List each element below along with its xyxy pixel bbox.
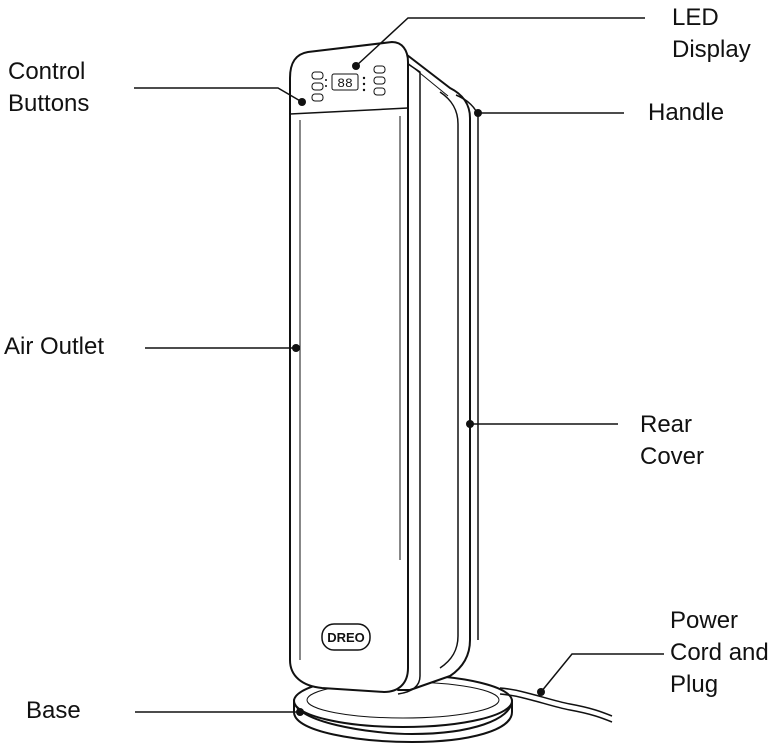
label-base-line: Base <box>26 697 81 724</box>
leader-dot-control-buttons <box>298 98 306 106</box>
label-power-cord-line: Power <box>670 607 739 634</box>
control-button <box>373 87 386 96</box>
brand-badge-text: DREO <box>327 630 365 645</box>
control-button <box>311 71 324 80</box>
control-button <box>373 65 386 74</box>
label-power-cord-line: Cord and <box>670 639 769 666</box>
power-cord <box>499 687 613 717</box>
control-buttons-group <box>311 65 386 102</box>
label-led-display-line: Display <box>672 36 751 63</box>
label-control-buttons: Control Buttons <box>8 56 89 120</box>
control-button <box>373 76 386 85</box>
label-base: Base <box>26 695 81 727</box>
label-rear-cover-line: Cover <box>640 443 705 470</box>
label-handle-line: Handle <box>648 99 725 126</box>
leader-led-display <box>355 17 645 67</box>
leader-dot-led-display <box>352 62 360 70</box>
label-control-buttons-line: Buttons <box>8 90 90 117</box>
label-power-cord-line: Plug <box>670 671 719 698</box>
label-control-buttons-line: Control <box>8 58 86 85</box>
label-air-outlet: Air Outlet <box>4 331 104 363</box>
led-display-part: 88 <box>325 73 366 92</box>
brand-badge: DREO <box>321 623 371 651</box>
leader-power-cord <box>540 653 664 693</box>
leader-lines <box>134 17 664 716</box>
label-led-display: LED Display <box>672 2 751 66</box>
leader-dot-air-outlet <box>292 344 300 352</box>
leader-dot-base <box>296 708 304 716</box>
leader-dot-handle <box>474 109 482 117</box>
leader-dot-power-cord <box>537 688 545 696</box>
rear-cover-part <box>397 47 471 691</box>
label-air-outlet-line: Air Outlet <box>4 333 105 360</box>
label-rear-cover-line: Rear <box>640 411 693 438</box>
leader-control-buttons <box>134 87 303 103</box>
front-body <box>289 41 421 695</box>
label-power-cord: Power Cord and Plug <box>670 605 769 701</box>
control-button <box>311 82 324 91</box>
control-button <box>311 93 324 102</box>
label-rear-cover: Rear Cover <box>640 409 704 473</box>
label-led-display-line: LED <box>672 4 719 31</box>
label-handle: Handle <box>648 97 724 129</box>
led-display-digits: 88 <box>337 76 353 91</box>
leader-dot-rear-cover <box>466 420 474 428</box>
